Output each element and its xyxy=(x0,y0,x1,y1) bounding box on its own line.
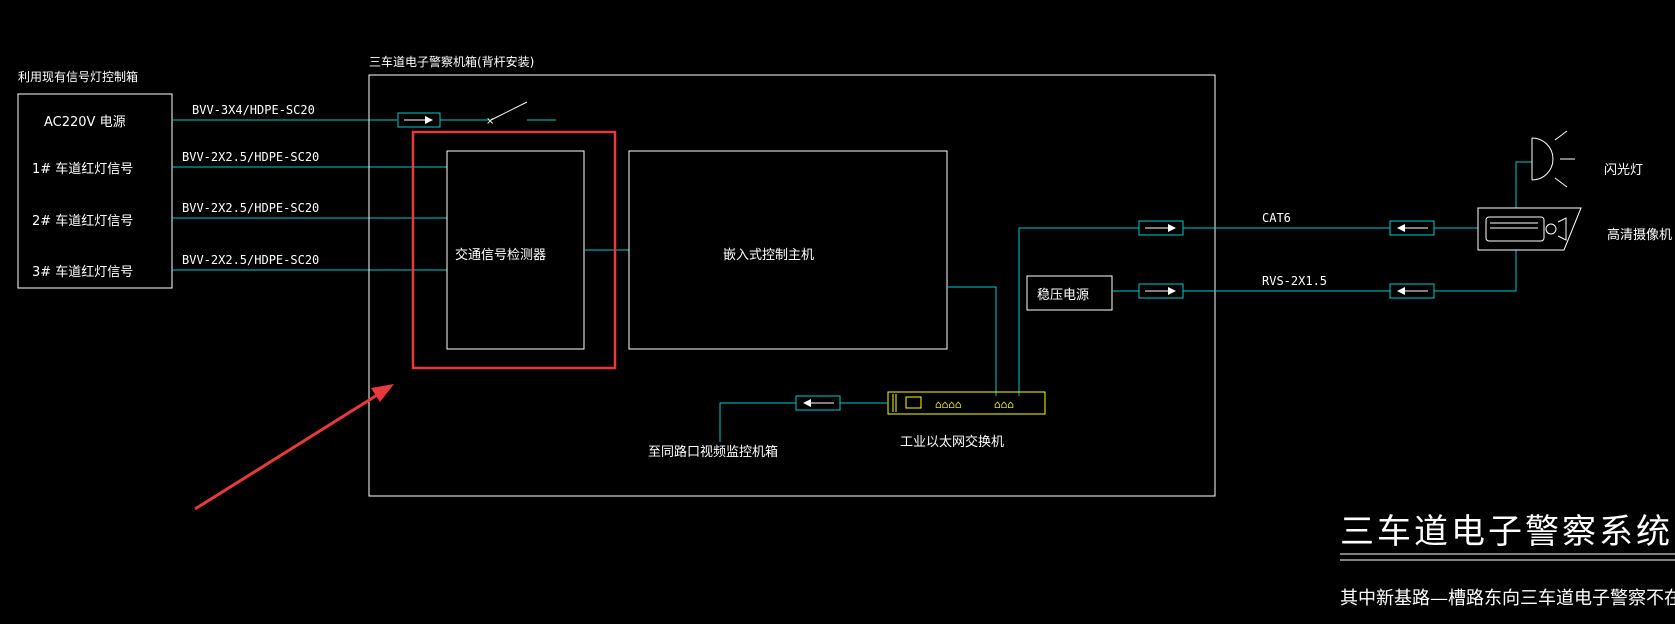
field-devices: 闪光灯 高清摄像机 xyxy=(1477,130,1672,251)
rvs-camera-line xyxy=(1434,250,1517,292)
switch-port-icon xyxy=(905,396,922,409)
signal-cabinet-frame xyxy=(17,93,173,289)
rvs-cable-label: RVS-2X1.5 xyxy=(1262,274,1327,288)
power-supply-box xyxy=(1026,275,1113,311)
drawing-title: 三车道电子警察系统图 xyxy=(1340,512,1675,552)
police-cabinet-frame xyxy=(368,74,1216,497)
highlight-arrow-shaft xyxy=(194,390,383,511)
signal-cabinet-title: 利用现有信号灯控制箱 xyxy=(18,69,138,84)
power-supply-label: 稳压电源 xyxy=(1037,287,1089,303)
embedded-host-label: 嵌入式控制主机 xyxy=(723,248,814,263)
highlight-box xyxy=(411,130,617,370)
hd-camera-label: 高清摄像机 xyxy=(1607,227,1672,243)
ethernet-switch-box xyxy=(887,391,1046,415)
flash-lamp-icon xyxy=(1531,130,1575,188)
police-cabinet: 三车道电子警察机箱(背杆安装) 交通信号检测器 嵌入式控制主机 稳压电源 ⌂⌂⌂… xyxy=(368,54,1216,497)
video-cabinet-label: 至同路口视频监控机箱 xyxy=(648,444,778,460)
embedded-host-box xyxy=(628,150,948,350)
signal-row-lane2: 2# 车道红灯信号 xyxy=(32,213,133,229)
signal-detector-label: 交通信号检测器 xyxy=(455,247,546,263)
signal1-cable-label: BVV-2X2.5/HDPE-SC20 xyxy=(182,150,319,164)
field-cables: CAT6 RVS-2X1.5 xyxy=(1138,161,1532,299)
signal2-cable-label: BVV-2X2.5/HDPE-SC20 xyxy=(182,201,319,215)
signal-row-lane3: 3# 车道红灯信号 xyxy=(32,264,133,280)
switch-ports-icon: ⌂⌂⌂⌂ xyxy=(935,398,962,411)
signal-row-power: AC220V 电源 xyxy=(44,115,126,130)
ethernet-switch-label: 工业以太网交换机 xyxy=(900,434,1004,450)
flash-lamp-label: 闪光灯 xyxy=(1604,163,1643,178)
breaker-x-icon: × xyxy=(486,116,494,127)
input-cables: BVV-3X4/HDPE-SC20 × BVV-2X2.5/HDPE-SC20 … xyxy=(172,101,556,271)
police-cabinet-title: 三车道电子警察机箱(背杆安装) xyxy=(369,54,534,69)
lamp-feed-line xyxy=(1515,161,1532,208)
annotation-highlight xyxy=(194,130,617,511)
title-block: 三车道电子警察系统图 其中新基路—槽路东向三车道电子警察不在本工程 xyxy=(1340,512,1675,609)
switch-cat6-link xyxy=(1018,227,1139,396)
power-cable-label: BVV-3X4/HDPE-SC20 xyxy=(192,103,315,117)
switch-ports-icon-2: ⌂⌂⌂ xyxy=(994,398,1014,411)
highlight-arrow-head xyxy=(371,384,394,402)
signal-controller-cabinet: 利用现有信号灯控制箱 AC220V 电源 1# 车道红灯信号 2# 车道红灯信号… xyxy=(17,69,173,289)
hd-camera-icon xyxy=(1477,207,1582,251)
circuit-breaker-icon xyxy=(490,101,528,121)
signal-row-lane1: 1# 车道红灯信号 xyxy=(32,161,133,177)
drawing-note: 其中新基路—槽路东向三车道电子警察不在本工程 xyxy=(1340,588,1675,609)
video-link-line xyxy=(719,402,796,442)
signal3-cable-label: BVV-2X2.5/HDPE-SC20 xyxy=(182,253,319,267)
host-switch-link xyxy=(947,286,997,396)
cat6-cable-label: CAT6 xyxy=(1262,211,1291,225)
